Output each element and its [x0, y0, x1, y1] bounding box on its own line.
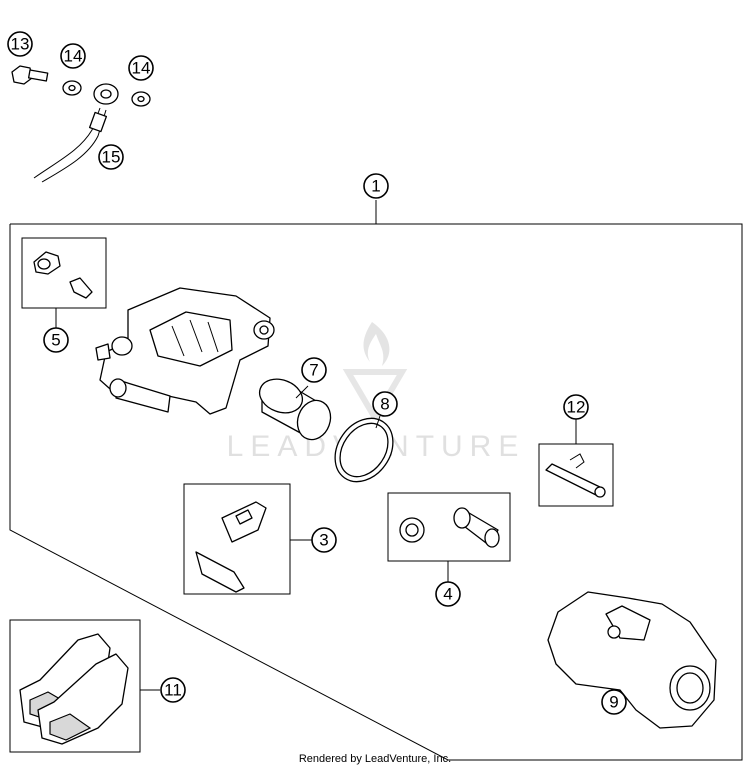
brake-pad-part[interactable] [19, 633, 129, 745]
callout-13: 13 [7, 31, 33, 57]
footer-credit: Rendered by LeadVenture, Inc. [298, 753, 452, 765]
callout-12: 12 [563, 394, 589, 420]
callout-11: 11 [160, 677, 186, 703]
callout-label: 11 [164, 681, 182, 700]
callout-label: 8 [380, 395, 389, 414]
brake-hose-part[interactable] [33, 107, 101, 179]
callout-label: 3 [319, 531, 328, 550]
callout-label: 7 [309, 361, 318, 380]
callout-label: 9 [609, 693, 618, 712]
callout-1: 1 [363, 173, 389, 199]
callout-8: 8 [372, 391, 398, 417]
caliper-assembly-outline [9, 200, 743, 761]
callout-4: 4 [435, 581, 461, 607]
hose-assembly[interactable] [11, 65, 151, 183]
callout-15: 15 [98, 144, 124, 170]
callout-label: 15 [102, 148, 121, 167]
callout-label: 14 [132, 59, 151, 78]
callout-14: 14 [60, 43, 86, 69]
bushing-kit-box [387, 492, 511, 562]
callout-label: 12 [567, 398, 586, 417]
bleeder-kit-box [21, 237, 107, 309]
callout-label: 5 [51, 331, 60, 350]
piston-part[interactable] [255, 373, 336, 444]
callout-9: 9 [601, 689, 627, 715]
callout-5: 5 [43, 327, 69, 353]
bleeder-valve-part[interactable] [33, 251, 93, 299]
callout-14: 14 [128, 55, 154, 81]
callout-7: 7 [301, 357, 327, 383]
callout-label: 4 [443, 585, 452, 604]
pad-spring-part[interactable] [195, 501, 267, 593]
bushing-part[interactable] [399, 507, 500, 548]
callout-3: 3 [311, 527, 337, 553]
caliper-pin-part[interactable] [545, 453, 606, 498]
callout-label: 1 [371, 177, 380, 196]
piston-seal-part[interactable] [323, 407, 405, 493]
callout-label: 14 [64, 47, 83, 66]
brake-pad-box [9, 619, 141, 753]
callout-label: 13 [11, 35, 30, 54]
caliper-bracket-part[interactable] [547, 591, 717, 729]
pad-spring-box [183, 483, 291, 595]
watermark-flame-icon [363, 322, 390, 366]
caliper-body-part[interactable] [95, 287, 275, 415]
